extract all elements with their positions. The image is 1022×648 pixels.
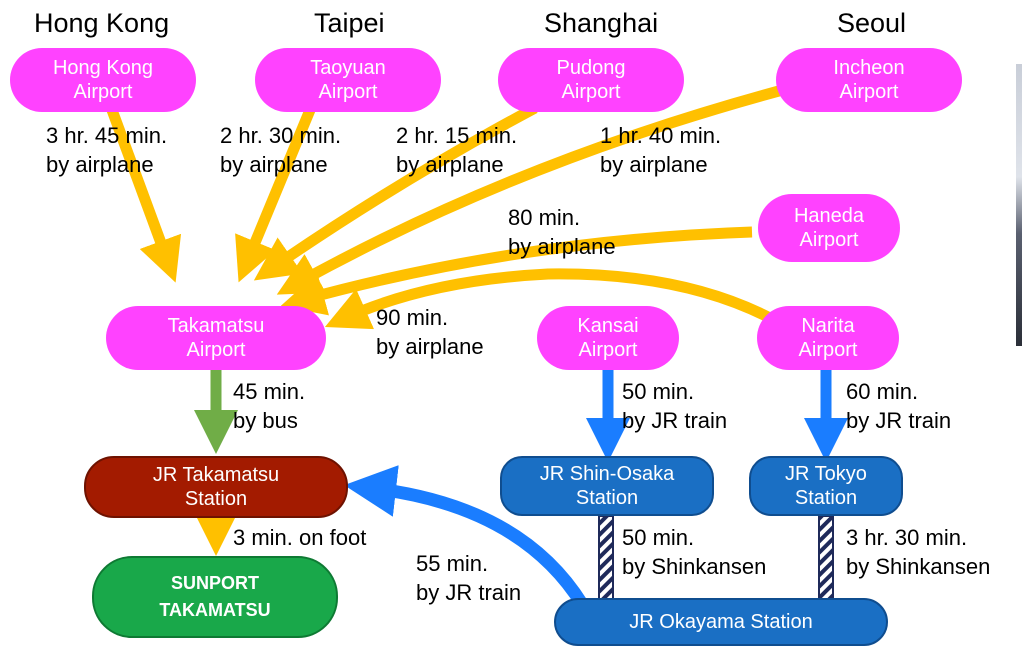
node-narita-airport: Narita Airport	[757, 306, 899, 370]
label-haneda-route: 80 min. by airplane	[508, 205, 616, 259]
node-jr-tokyo-station: JR Tokyo Station	[749, 456, 903, 516]
node-jr-okayama-station: JR Okayama Station	[554, 598, 888, 646]
arrow-hong-kong-to-takamatsu	[106, 108, 182, 283]
label-shinkansen-osaka-route: 50 min. by Shinkansen	[622, 525, 767, 579]
arrow-narita-to-takamatsu	[324, 268, 773, 330]
city-shanghai: Shanghai	[544, 8, 659, 38]
label-shinkansen-tokyo-route: 3 hr. 30 min. by Shinkansen	[846, 525, 991, 579]
node-jr-takamatsu-station: JR Takamatsu Station	[84, 456, 348, 518]
label-narita-train-route: 60 min. by JR train	[846, 379, 952, 433]
city-taipei: Taipei	[314, 8, 385, 38]
label-pudong-route: 2 hr. 15 min. by airplane	[396, 123, 518, 177]
label-bus-route: 45 min. by bus	[233, 379, 306, 433]
shinkansen-line-osaka	[598, 515, 614, 601]
node-incheon-airport: Incheon Airport	[776, 48, 962, 112]
city-hong-kong: Hong Kong	[34, 8, 170, 38]
city-seoul: Seoul	[837, 8, 907, 38]
node-taoyuan-airport: Taoyuan Airport	[255, 48, 441, 112]
node-pudong-airport: Pudong Airport	[498, 48, 684, 112]
node-hong-kong-airport: Hong Kong Airport	[10, 48, 196, 112]
node-haneda-airport: Haneda Airport	[758, 194, 900, 262]
node-jr-shin-osaka-station: JR Shin-Osaka Station	[500, 456, 714, 516]
label-kansai-train-route: 50 min. by JR train	[622, 379, 728, 433]
label-okayama-train-route: 55 min. by JR train	[416, 551, 522, 605]
node-sunport-takamatsu: SUNPORT TAKAMATSU	[92, 556, 338, 638]
label-hong-kong-route: 3 hr. 45 min. by airplane	[46, 123, 168, 177]
label-narita-air-route: 90 min. by airplane	[376, 305, 484, 359]
label-taoyuan-route: 2 hr. 30 min. by airplane	[220, 123, 342, 177]
node-kansai-airport: Kansai Airport	[537, 306, 679, 370]
label-incheon-route: 1 hr. 40 min. by airplane	[600, 123, 722, 177]
arrow-incheon-to-takamatsu	[276, 82, 792, 295]
arrow-taoyuan-to-takamatsu	[235, 107, 316, 283]
cropped-photo-edge	[1016, 64, 1022, 346]
arrow-haneda-to-takamatsu	[280, 226, 753, 316]
label-foot-route: 3 min. on foot	[233, 525, 367, 550]
arrow-pudong-to-takamatsu	[253, 103, 538, 281]
arrow-okayama-to-takamatsu-station	[344, 465, 588, 608]
shinkansen-line-tokyo	[818, 515, 834, 601]
node-takamatsu-airport: Takamatsu Airport	[106, 306, 326, 370]
